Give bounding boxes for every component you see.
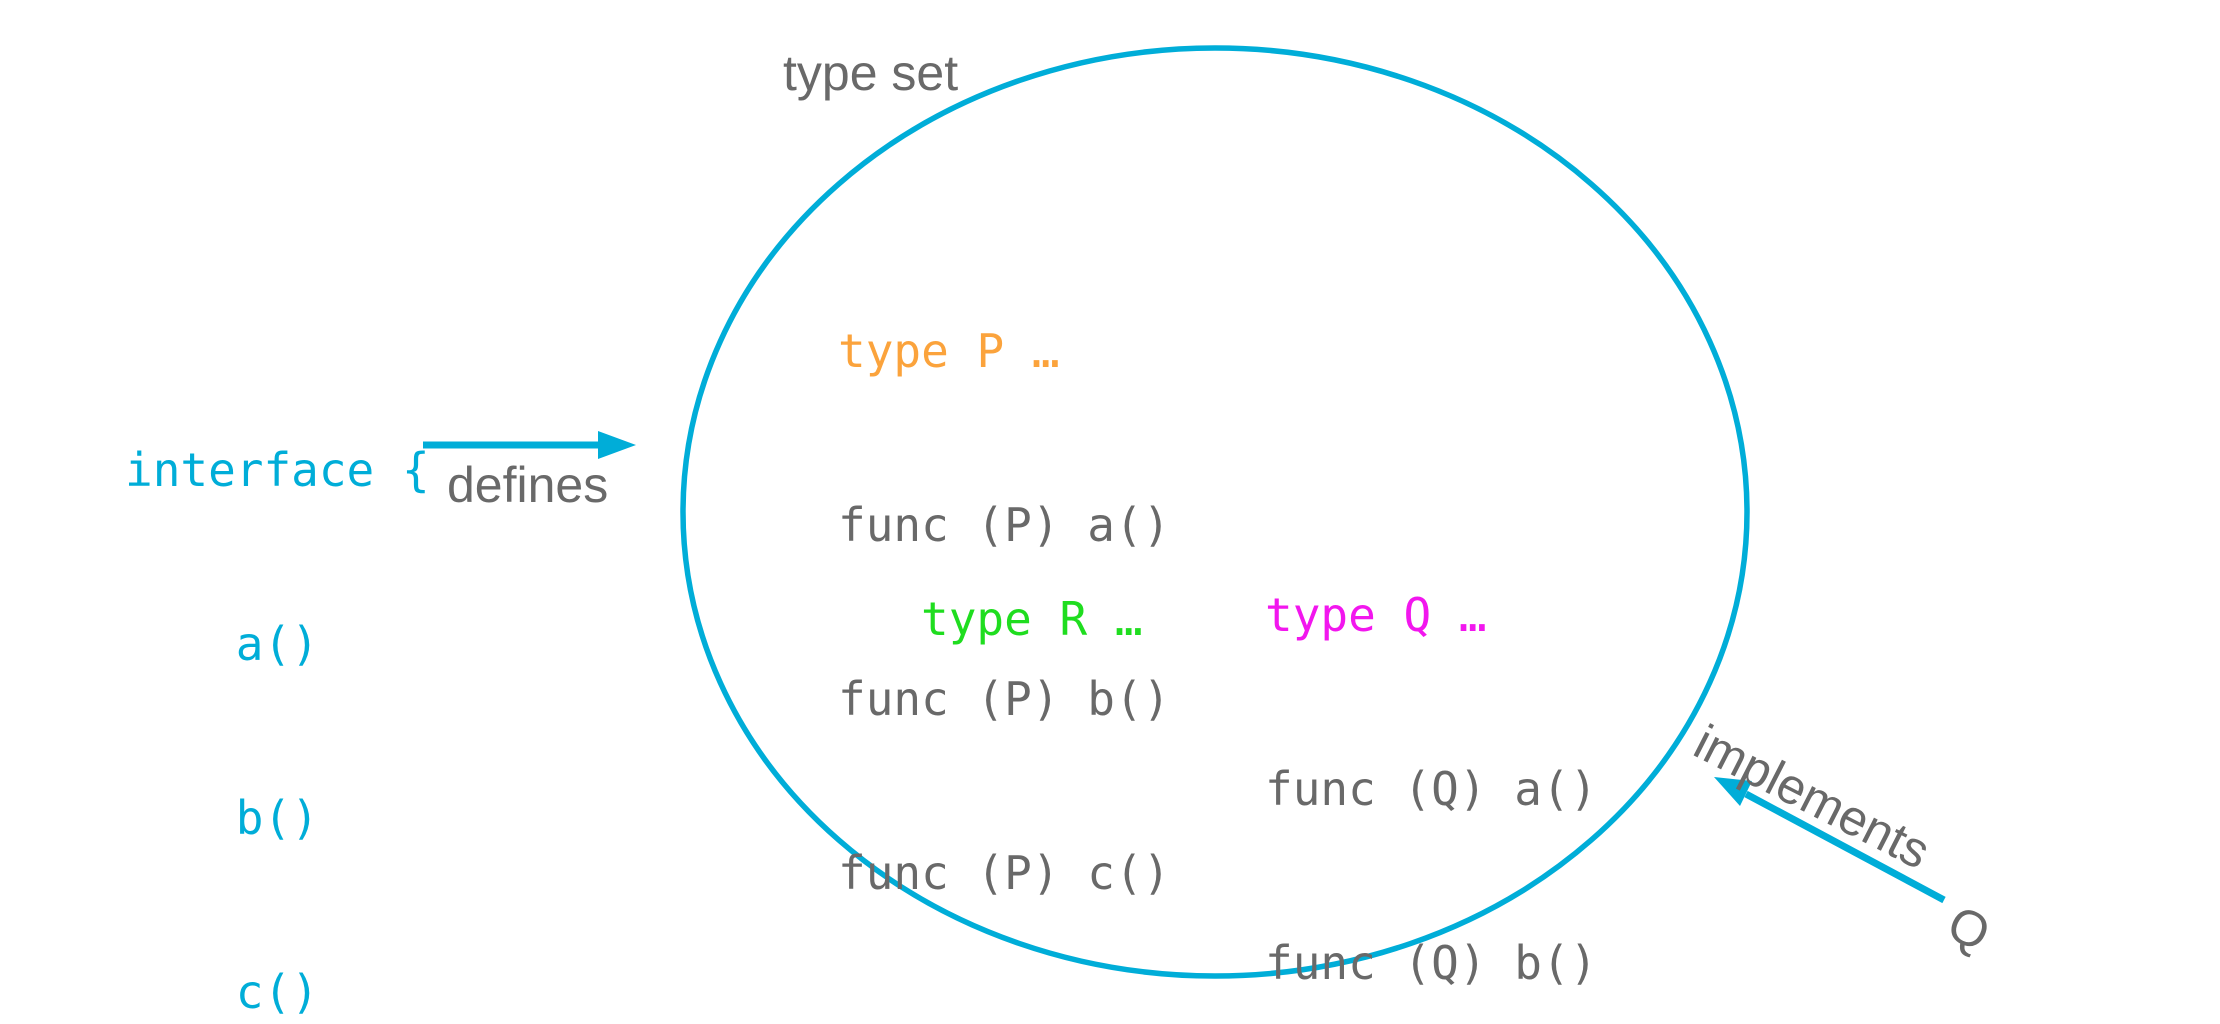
type-set-label: type set xyxy=(783,45,959,101)
code-line: func (P) b() xyxy=(838,672,1171,726)
type-r-label: type R … xyxy=(921,592,1143,646)
type-q-code-block: type Q … func (Q) a() func (Q) b() func … xyxy=(1265,470,1597,1024)
type-p-title: type P … xyxy=(838,324,1060,378)
type-p-code-block: type P … func (P) a() func (P) b() func … xyxy=(838,206,1170,1024)
code-line: func (Q) b() xyxy=(1265,936,1598,990)
code-line: b() xyxy=(125,791,319,845)
code-line: func (P) c() xyxy=(838,846,1171,900)
code-line: func (P) a() xyxy=(838,498,1171,552)
code-line: interface { xyxy=(125,443,430,497)
type-set-circle xyxy=(680,45,1750,979)
code-line: func (P) d() xyxy=(838,1018,1170,1024)
implements-arrow-head xyxy=(1714,777,1752,806)
code-line: a() xyxy=(125,617,319,671)
defines-label: defines xyxy=(447,457,609,513)
implements-arrow-line xyxy=(1744,790,1946,904)
code-line: func (Q) a() xyxy=(1265,762,1598,816)
interface-code-block: interface { a() b() c() } xyxy=(125,325,430,1024)
defines-arrow-head xyxy=(598,431,636,459)
type-q-title: type Q … xyxy=(1265,588,1487,642)
code-line: c() xyxy=(125,965,319,1019)
